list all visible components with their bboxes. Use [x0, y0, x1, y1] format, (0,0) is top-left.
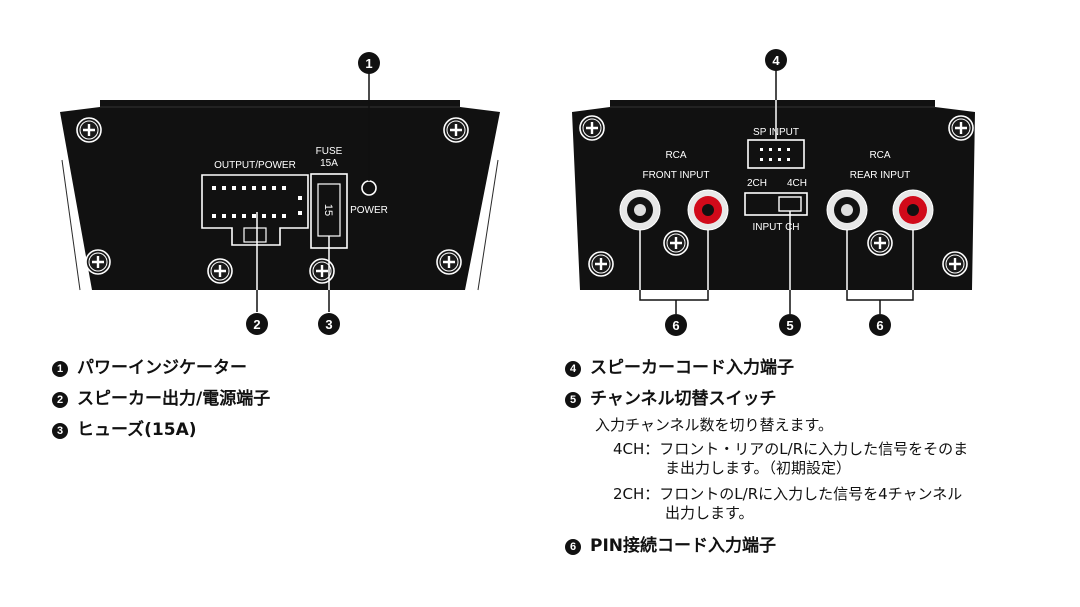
legend-number: 2	[52, 391, 68, 408]
svg-text:2: 2	[253, 317, 260, 332]
left-amplifier-panel: OUTPUT/POWER FUSE 15A 15	[60, 100, 500, 291]
fuse-value: 15	[322, 204, 334, 216]
switch-description-intro: 入力チャンネル数を切り替えます。	[595, 416, 834, 434]
callout-6-rear: 6	[846, 230, 914, 336]
legend-item: 5 チャンネル切替スイッチ	[565, 391, 777, 408]
screw-icon	[587, 250, 615, 278]
callout-3: 3	[318, 236, 340, 335]
svg-text:4: 4	[772, 53, 780, 68]
output-power-connector	[201, 174, 309, 246]
legend-text: チャンネル切替スイッチ	[590, 389, 777, 409]
switch-description-4ch-line2: ま出力します。（初期設定）	[665, 459, 852, 477]
callout-4: 4	[765, 49, 787, 140]
switch-description-4ch-line1: 4CH：フロント・リアのL/Rに入力した信号をそのま	[613, 440, 969, 458]
input-ch-label: INPUT CH	[752, 222, 799, 233]
screw-icon	[866, 229, 894, 257]
screw-icon	[84, 248, 112, 276]
svg-text:6: 6	[876, 318, 883, 333]
switch-2ch-label: 2CH	[747, 178, 767, 189]
screw-icon	[75, 116, 103, 144]
legend-text: ヒューズ(15A)	[77, 420, 197, 440]
screw-icon	[947, 114, 975, 142]
legend-item: 2 スピーカー出力/電源端子	[52, 391, 270, 408]
callout-1: 1	[358, 52, 380, 181]
front-rca-red-jack	[687, 189, 729, 231]
svg-text:3: 3	[325, 317, 332, 332]
legend-item: 3 ヒューズ(15A)	[52, 422, 197, 439]
front-input-label: FRONT INPUT	[642, 170, 709, 181]
legend-number: 6	[565, 538, 581, 555]
legend-text: スピーカーコード入力端子	[590, 358, 794, 378]
legend-item: 1 パワーインジケーター	[52, 360, 247, 377]
screw-icon	[442, 116, 470, 144]
rear-rca-white-jack	[826, 189, 868, 231]
front-rca-white-jack	[619, 189, 661, 231]
svg-text:5: 5	[786, 318, 793, 333]
right-amplifier-panel: SP INPUT RCA FRONT INPUT RCA REAR INPUT	[572, 100, 975, 290]
output-power-label: OUTPUT/POWER	[214, 160, 296, 171]
legend-number: 4	[565, 360, 581, 377]
callout-2: 2	[246, 212, 268, 335]
rear-input-label: REAR INPUT	[850, 170, 911, 181]
legend-number: 1	[52, 360, 68, 377]
rear-rca-red-jack	[892, 189, 934, 231]
screw-icon	[941, 250, 969, 278]
rear-rca-label: RCA	[869, 150, 890, 161]
front-rca-label: RCA	[665, 150, 686, 161]
switch-description-2ch-line1: 2CH：フロントのL/Rに入力した信号を4チャンネル	[613, 485, 963, 503]
switch-description-2ch-line2: 出力します。	[665, 504, 754, 522]
screw-icon	[662, 229, 690, 257]
svg-text:6: 6	[672, 318, 679, 333]
legend-text: スピーカー出力/電源端子	[77, 389, 271, 409]
callout-6-front: 6	[639, 230, 709, 336]
svg-text:1: 1	[365, 56, 372, 71]
legend-number: 3	[52, 422, 68, 439]
fuse-label-top: FUSE	[316, 146, 343, 157]
screw-icon	[435, 248, 463, 276]
fuse-label-bottom: 15A	[320, 158, 338, 169]
legend-number: 5	[565, 391, 581, 408]
screw-icon	[206, 257, 234, 285]
screw-icon	[308, 257, 336, 285]
screw-icon	[578, 114, 606, 142]
legend-item: 6 PIN接続コード入力端子	[565, 538, 776, 555]
legend-item: 4 スピーカーコード入力端子	[565, 360, 794, 377]
legend-text: PIN接続コード入力端子	[590, 536, 777, 556]
power-label: POWER	[350, 205, 388, 216]
switch-4ch-label: 4CH	[787, 178, 807, 189]
callout-5: 5	[779, 211, 801, 336]
legend-text: パワーインジケーター	[77, 358, 247, 378]
